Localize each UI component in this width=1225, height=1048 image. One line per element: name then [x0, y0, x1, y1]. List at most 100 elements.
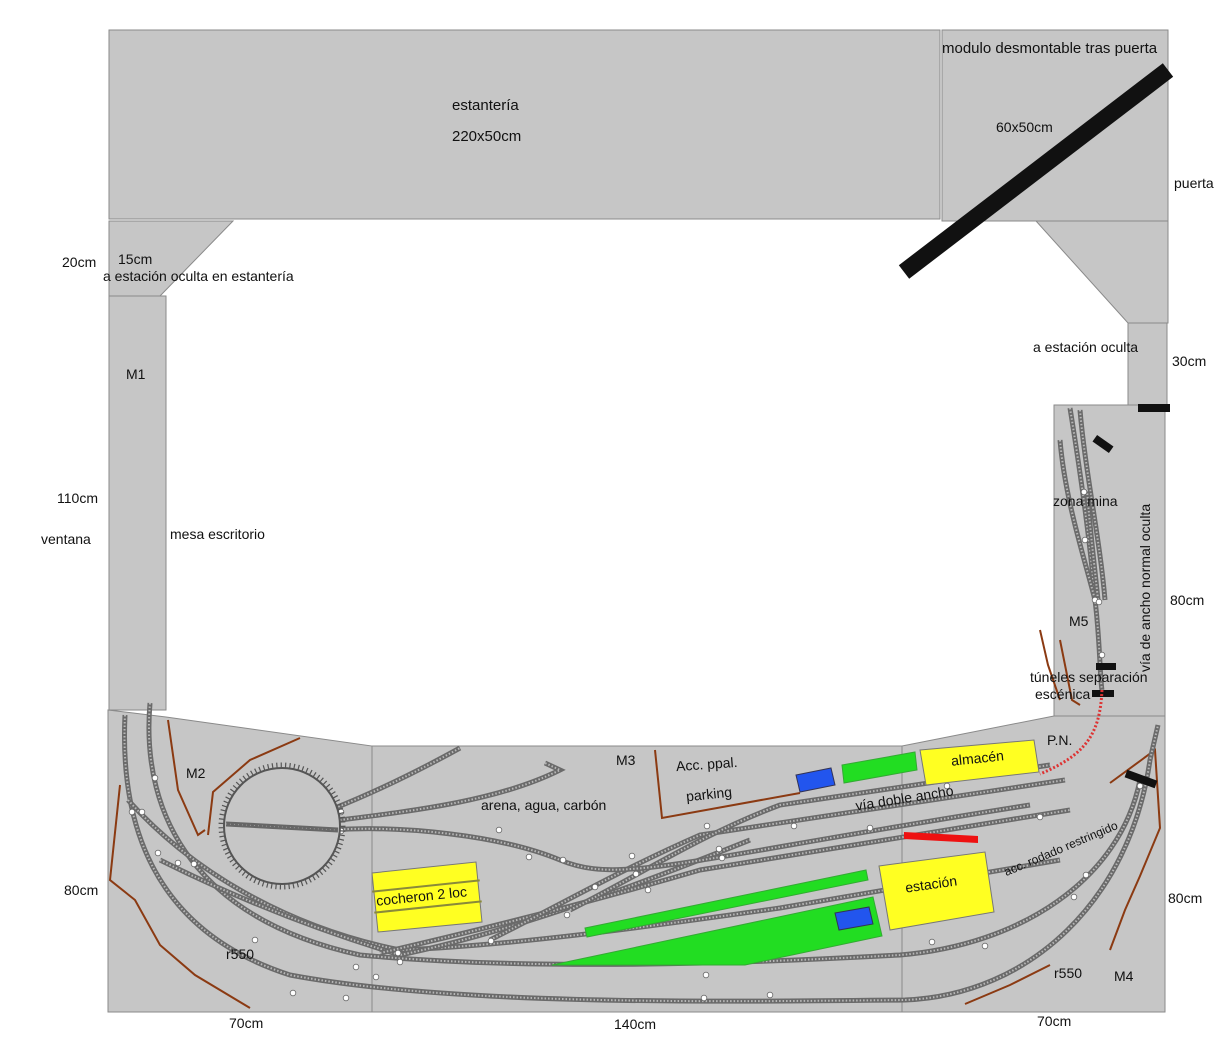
switch-marker: [1081, 536, 1089, 544]
door-module-size-label: 60x50cm: [996, 119, 1053, 135]
desk-label: mesa escritorio: [170, 526, 265, 542]
portal-m4: [1124, 769, 1158, 789]
track-ties-14: [1059, 439, 1096, 601]
to-hidden-label: a estación oculta: [1033, 339, 1139, 355]
height-110-label: 110cm: [57, 490, 98, 506]
switch-marker: [251, 936, 259, 944]
switch-marker: [866, 824, 874, 832]
shelf-module: [108, 29, 941, 220]
track-7: [568, 762, 1051, 913]
tunnel-portals: [898, 63, 1174, 789]
switch-marker: [563, 911, 571, 919]
shed-track-2: [374, 900, 482, 914]
track-ties-3: [127, 799, 1061, 952]
shelf-label: estantería: [452, 97, 519, 114]
switch-marker: [1080, 488, 1088, 496]
m3-label: M3: [616, 752, 636, 768]
tunnels-label-2: escénica: [1035, 686, 1091, 702]
switch-marker: [525, 853, 533, 861]
switch-marker: [154, 849, 162, 857]
tunnels-label: túneles separación: [1030, 669, 1148, 685]
switch-marker: [591, 883, 599, 891]
switch-marker: [1095, 598, 1103, 606]
switch-marker: [394, 949, 402, 957]
portal-right-link: [1138, 404, 1170, 412]
switch-marker: [981, 942, 989, 950]
dual-gauge-curve: [1039, 689, 1104, 776]
switch-marker: [128, 808, 136, 816]
switch-marker: [718, 854, 726, 862]
switch-marker: [928, 938, 936, 946]
portal-tunnel-2: [1092, 690, 1114, 697]
m1-label: M1: [126, 366, 146, 382]
switch-marker: [644, 886, 652, 894]
radius-left-label: r550: [226, 946, 255, 962]
platform-triangle: [551, 896, 883, 966]
switch-marker: [1082, 871, 1090, 879]
shed-track-1: [372, 879, 480, 893]
m2-label: M2: [186, 765, 206, 781]
window-label: ventana: [41, 531, 91, 547]
switch-marker: [289, 989, 297, 997]
turntable: [218, 762, 346, 890]
track-6: [488, 777, 1066, 943]
station-building: [878, 851, 995, 931]
door-module: [941, 29, 1169, 222]
platform-long: [584, 869, 869, 938]
m5-label: M5: [1069, 613, 1089, 629]
wagon-station: [834, 906, 874, 931]
switch-marker: [766, 991, 774, 999]
m4-label: M4: [1114, 968, 1134, 984]
door-label: puerta: [1174, 175, 1214, 191]
switch-marker: [396, 958, 404, 966]
to-hidden-shelf-label: a estación oculta en estantería: [103, 268, 294, 284]
switch-marker: [352, 963, 360, 971]
width-15-label: 15cm: [118, 251, 153, 267]
width-70-left-label: 70cm: [229, 1015, 264, 1031]
switch-marker: [190, 860, 198, 868]
parked-car: [795, 767, 836, 793]
warehouse-building: [919, 739, 1040, 786]
switch-marker: [703, 822, 711, 830]
width-30-label: 30cm: [1172, 353, 1207, 369]
switch-marker: [138, 808, 146, 816]
switch-marker: [151, 774, 159, 782]
track-ties-4: [159, 839, 751, 957]
switch-marker: [700, 994, 708, 1002]
sand-water-coal-label: arena, agua, carbón: [481, 797, 607, 813]
terrain-lines: [108, 629, 1162, 1009]
switch-marker: [495, 826, 503, 834]
right-corner-module: [1034, 220, 1169, 324]
switch-marker: [1098, 651, 1106, 659]
switch-marker: [559, 856, 567, 864]
switch-marker: [715, 845, 723, 853]
track-ties-9: [339, 762, 563, 821]
width-70-right-label: 70cm: [1037, 1013, 1072, 1029]
switch-marker: [1036, 813, 1044, 821]
track-ties-1: [123, 714, 1159, 1003]
switch-marker: [632, 870, 640, 878]
switch-marker: [487, 937, 495, 945]
height-80-right-lower-label: 80cm: [1168, 890, 1203, 906]
height-80-left-label: 80cm: [64, 882, 99, 898]
door-bar: [898, 63, 1174, 279]
switch-marker: [628, 852, 636, 860]
structures: [371, 739, 1040, 966]
shelf-size-label: 220x50cm: [452, 128, 522, 145]
portal-tunnel-1: [1096, 663, 1116, 670]
right-link-module: [1127, 322, 1168, 408]
width-140-label: 140cm: [614, 1016, 657, 1032]
width-20-label: 20cm: [62, 254, 97, 270]
platform-upper: [841, 751, 918, 784]
track-8: [329, 802, 1031, 873]
mine-zone-label: zona mina: [1053, 493, 1118, 509]
height-80-right-upper-label: 80cm: [1170, 592, 1205, 608]
track-ties-10: [334, 747, 461, 809]
track-15: [1084, 489, 1101, 601]
hidden-track-label: vía de ancho normal oculta: [1137, 503, 1153, 672]
switch-marker: [1070, 893, 1078, 901]
door-module-label: modulo desmontable tras puerta: [942, 40, 1158, 57]
m1-module: [108, 295, 167, 711]
switch-marker: [174, 859, 182, 867]
